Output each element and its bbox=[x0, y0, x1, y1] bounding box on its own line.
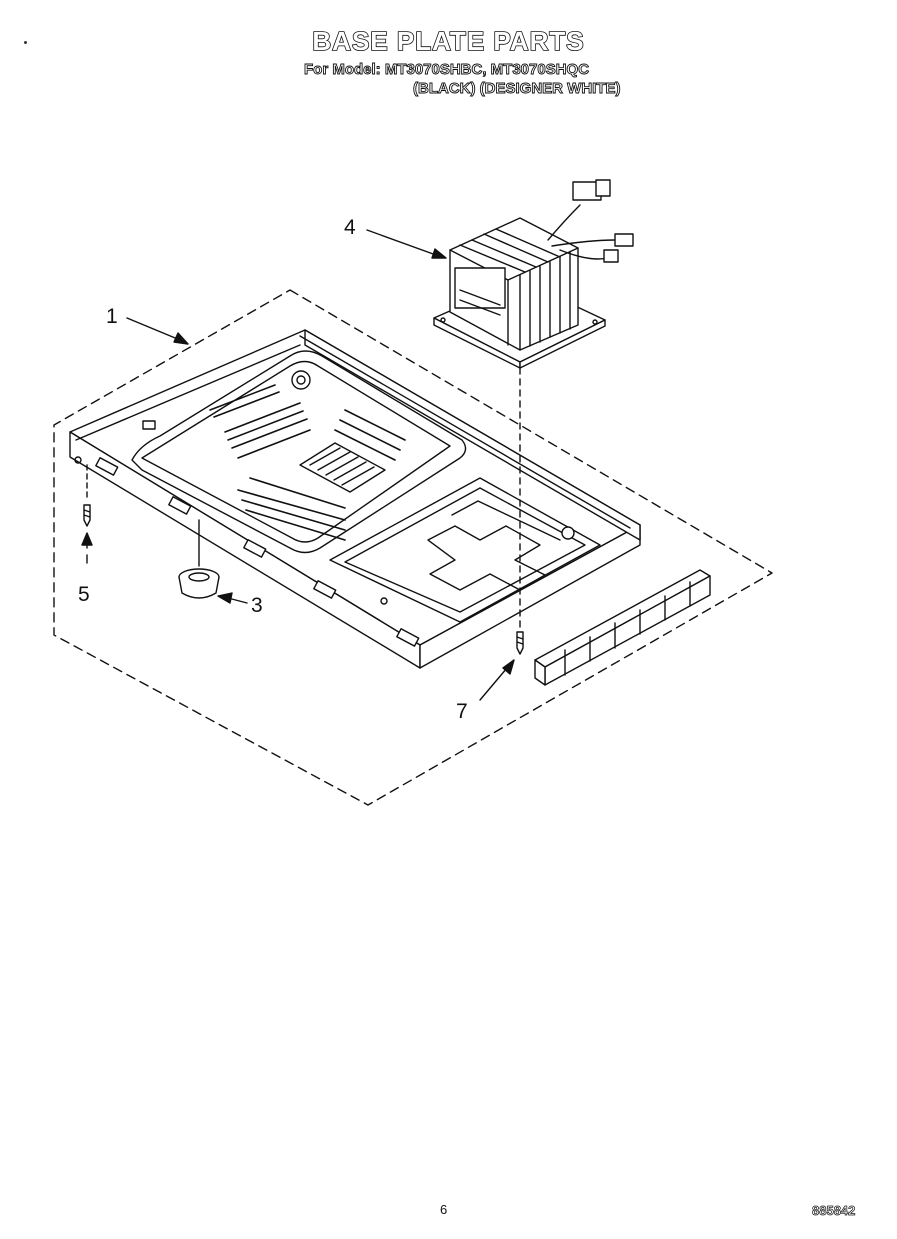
model-line: For Model: MT3070SHBC, MT3070SHQC bbox=[304, 61, 590, 79]
color-line: (BLACK) (DESIGNER WHITE) bbox=[413, 80, 621, 98]
page-title: BASE PLATE PARTS bbox=[312, 25, 585, 57]
page-number: 6 bbox=[440, 1202, 448, 1217]
callout-part-7: 7 bbox=[456, 700, 468, 723]
base-plate bbox=[69, 329, 641, 669]
rubber-foot-part-3 bbox=[178, 519, 220, 599]
vent-slots bbox=[209, 384, 406, 541]
transformer-part-4 bbox=[433, 179, 634, 369]
screw-part-5 bbox=[83, 464, 91, 564]
center-grille bbox=[299, 442, 386, 493]
assembly-dashed-outline bbox=[53, 289, 773, 806]
foam-strip bbox=[534, 569, 711, 686]
callout-part-4: 4 bbox=[344, 216, 356, 239]
scan-speck bbox=[24, 41, 27, 44]
callout-part-5: 5 bbox=[78, 583, 90, 606]
screw-part-7 bbox=[516, 631, 524, 655]
document-number: 885842 bbox=[812, 1203, 856, 1219]
callout-part-1: 1 bbox=[106, 305, 118, 328]
callout-part-3: 3 bbox=[251, 594, 263, 617]
leader-lines bbox=[81, 229, 515, 701]
